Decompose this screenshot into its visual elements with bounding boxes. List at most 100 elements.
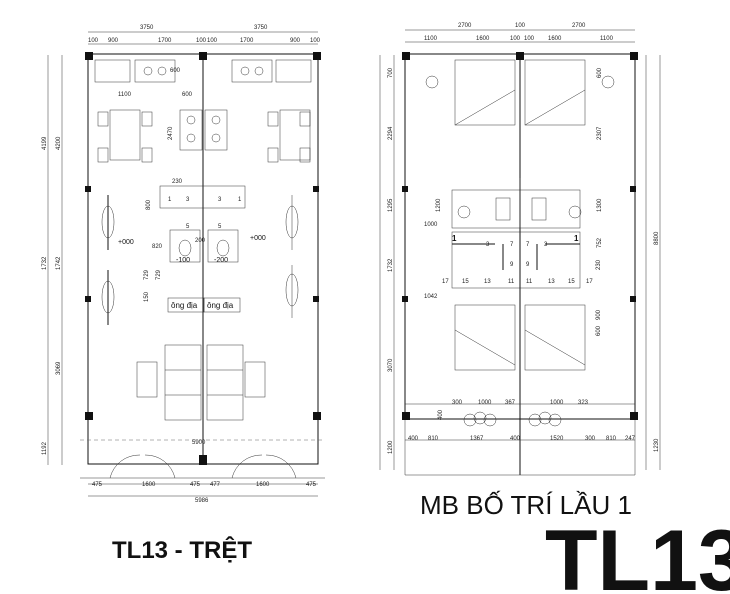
dim: 400 [438,409,444,420]
dim: 1230 [654,438,660,452]
level-mark: +000 [250,235,266,242]
stair-number: 5 [186,224,190,230]
dim: 100 [524,36,535,42]
dim: 729 [156,269,162,280]
dim: 1000 [550,400,564,406]
stair-number: 5 [218,224,222,230]
motorbike-icon [285,265,299,318]
dim: 1700 [240,38,254,44]
dim: 2700 [458,23,472,29]
planter-icon [528,411,562,427]
level-mark: -200 [214,257,228,264]
dim: 2470 [168,126,174,140]
stair-number: 11 [508,279,515,285]
drawing-code: TL13 [545,513,730,594]
dim: 150 [144,291,150,302]
dim: 600 [597,67,603,78]
stair-number: 1 [452,234,457,243]
dim: 1042 [424,294,438,300]
dim: 2700 [572,23,586,29]
ground-floor-title: TL13 - TRỆT [112,536,252,564]
dim: 475 [306,482,317,488]
dim: 300 [585,436,596,442]
dim: 367 [505,400,516,406]
dim: 247 [625,436,636,442]
planter-icon [463,411,497,427]
stair-number: 17 [442,279,449,285]
dim: 1100 [600,36,614,42]
dim: 5900 [192,440,206,446]
level-mark: -100 [176,257,190,264]
dim-left: 1192 [42,441,48,455]
dim: 200 [195,238,206,244]
dim: 100 [207,38,218,44]
dim: 900 [108,38,119,44]
dim: 100 [515,23,526,29]
motorbike-icon [101,270,115,325]
dim: 2294 [388,126,394,140]
stair-number: 3 [544,242,548,248]
dim: 600 [182,92,193,98]
duct-label: ông địa [207,301,234,310]
dim: 100 [196,38,207,44]
level-mark: +000 [118,239,134,246]
dim: 820 [152,244,163,250]
dim: 8800 [654,231,660,245]
dim: 1600 [548,36,562,42]
dim: 1732 [388,258,394,272]
stair-number: 11 [526,279,533,285]
dim-left: 4200 [56,136,62,150]
stair-number: 13 [548,279,555,285]
stair-number: 13 [484,279,491,285]
dim: 600 [170,68,181,74]
dim: 230 [596,259,602,270]
dim: 752 [597,237,603,248]
dim: 600 [596,325,602,336]
stair-number: 1 [168,197,172,203]
stair-number: 1 [238,197,242,203]
dim-left: 1732 [42,256,48,270]
dim: 400 [408,436,419,442]
dim: 230 [172,179,183,185]
dim: 1600 [476,36,490,42]
stair-number: 9 [526,262,530,268]
dim: 100 [510,36,521,42]
dim: 1000 [478,400,492,406]
stair-number: 9 [510,262,514,268]
dim: 1600 [256,482,270,488]
dim: 1367 [470,436,484,442]
stair-number: 3 [486,242,490,248]
stair-number: 3 [186,197,190,203]
dim: 100 [88,38,99,44]
dim: 400 [510,436,521,442]
stair-number: 1 [574,234,579,243]
dim: 477 [210,482,221,488]
stair-number: 17 [586,279,593,285]
dim: 1700 [158,38,172,44]
dim: 5986 [195,498,209,504]
dim: 100 [310,38,321,44]
dim: 700 [388,67,394,78]
dim: 1100 [118,92,132,98]
stair-number: 3 [218,197,222,203]
dim: 1200 [436,198,442,212]
dim: 323 [578,400,589,406]
duct-label: ông địa [171,301,198,310]
stair-number: 7 [526,242,530,248]
dim: 3070 [388,358,394,372]
dim: 900 [596,309,602,320]
dim: 900 [290,38,301,44]
dim: 1200 [388,440,394,454]
motorbike-icon [285,195,299,250]
dim: 1300 [597,198,603,212]
dim: 810 [606,436,617,442]
dim: 300 [452,400,463,406]
floor1-plan: 2700 100 2700 1100 1600 100 100 1600 110… [379,23,661,476]
stair-number: 15 [568,279,575,285]
dim: 729 [144,269,150,280]
dim-left: 3069 [56,361,62,375]
dim-left: 4199 [42,136,48,150]
stair-number: 7 [510,242,514,248]
dim: 1295 [388,198,394,212]
